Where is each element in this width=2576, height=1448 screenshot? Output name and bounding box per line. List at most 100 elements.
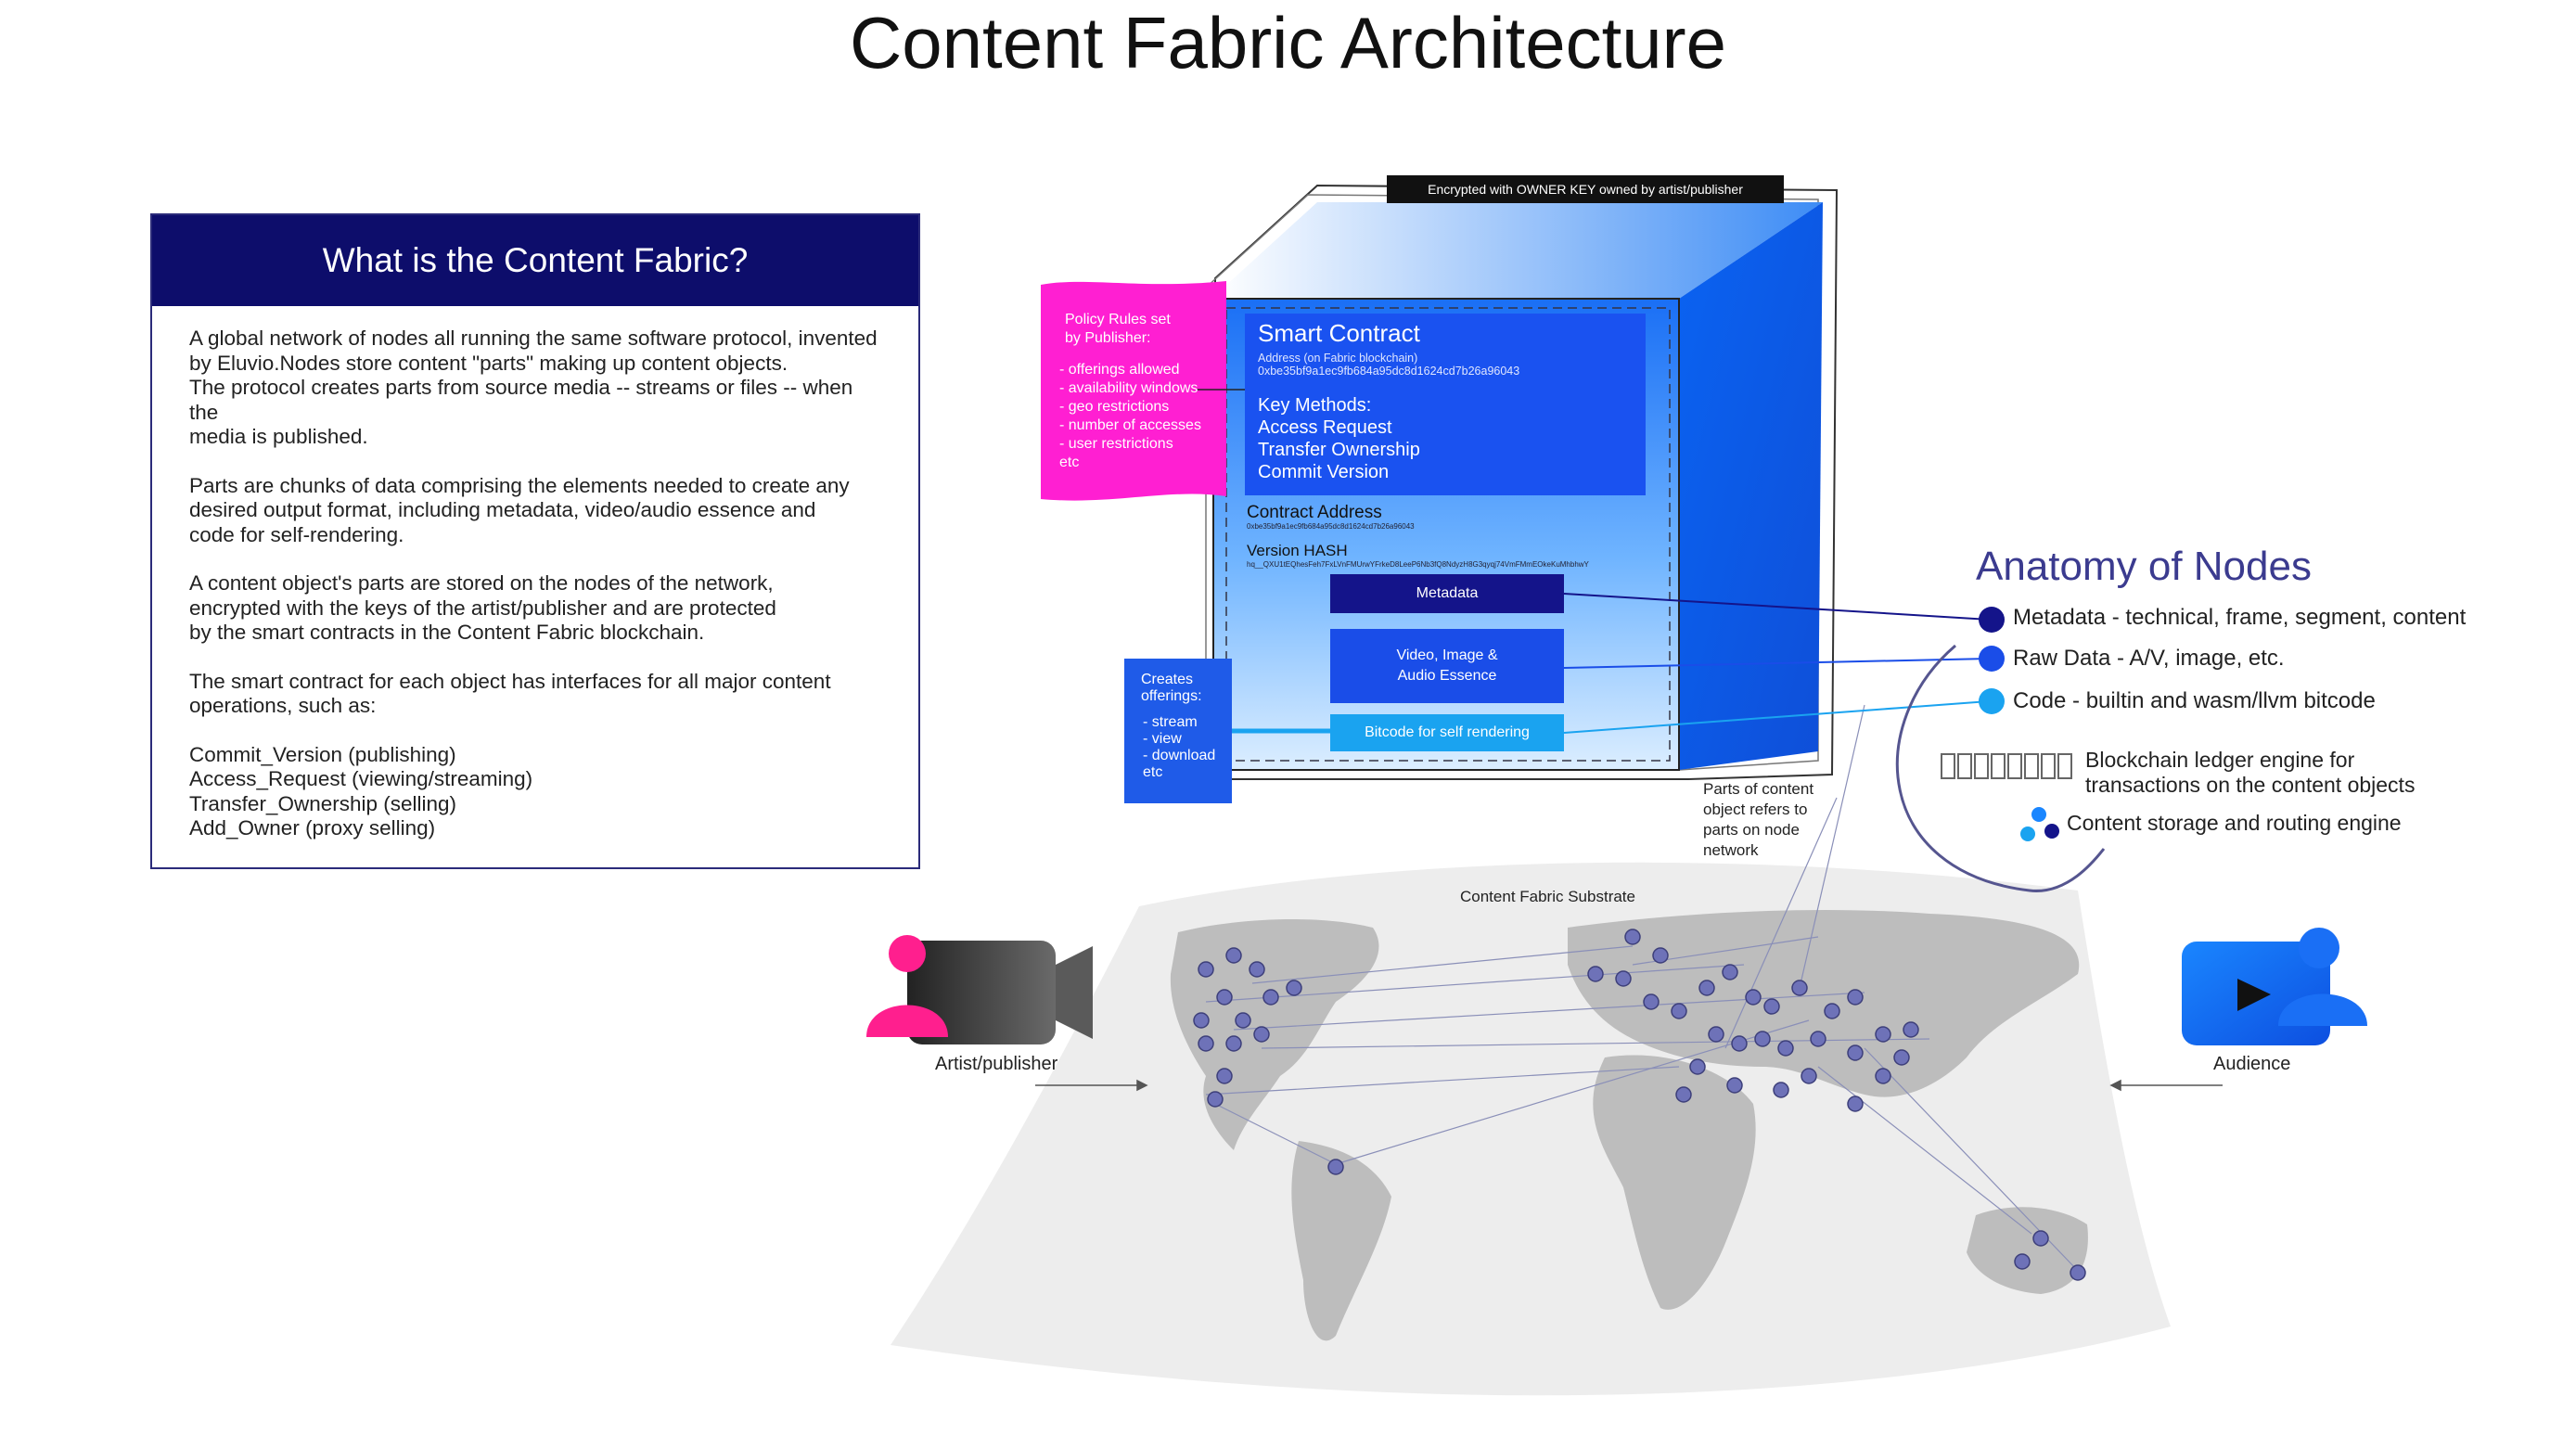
network-node bbox=[1777, 1040, 1794, 1057]
parts-note: Parts of content object refers to parts … bbox=[1703, 780, 1814, 859]
network-node bbox=[1847, 989, 1864, 1006]
policy-item: - user restrictions bbox=[1059, 436, 1173, 452]
policy-item: - availability windows bbox=[1059, 380, 1198, 396]
network-node bbox=[1286, 980, 1302, 996]
network-node bbox=[1249, 961, 1265, 978]
flow-arrows bbox=[1035, 1079, 2223, 1092]
landmass-africa bbox=[1593, 1055, 1756, 1310]
network-node bbox=[1216, 1068, 1233, 1084]
anatomy-arc bbox=[1895, 644, 2106, 892]
contract-address-value: 0xbe35bf9a1ec9fb684a95dc8d1624cd7b26a960… bbox=[1247, 522, 1415, 531]
network-node bbox=[1726, 1077, 1743, 1094]
network-node bbox=[2032, 1230, 2049, 1247]
policy-title: Policy Rules set by Publisher: bbox=[1065, 312, 1171, 346]
network-node bbox=[1587, 966, 1604, 982]
network-node bbox=[1801, 1068, 1817, 1084]
network-node bbox=[1722, 964, 1738, 980]
network-node bbox=[1198, 961, 1214, 978]
raw-data-dot bbox=[1979, 646, 2005, 672]
metadata-part: Metadata bbox=[1330, 574, 1564, 613]
network-node bbox=[1327, 1159, 1344, 1175]
smart-contract-address-label: Address (on Fabric blockchain) bbox=[1258, 352, 1418, 365]
audience-label: Audience bbox=[2213, 1054, 2291, 1074]
anatomy-item-raw-data: Raw Data - A/V, image, etc. bbox=[2013, 646, 2285, 671]
version-hash-label: Version HASH bbox=[1247, 542, 1348, 559]
policy-banner bbox=[1041, 281, 1226, 501]
smart-contract-box: Smart Contract Address (on Fabric blockc… bbox=[1245, 314, 1646, 495]
landmass-south-america bbox=[1291, 1141, 1391, 1341]
landmass-australia bbox=[1967, 1207, 2088, 1294]
info-body: A global network of nodes all running th… bbox=[152, 306, 918, 841]
network-node bbox=[1847, 1096, 1864, 1112]
anatomy-item-metadata: Metadata - technical, frame, segment, co… bbox=[2013, 605, 2467, 630]
info-heading: What is the Content Fabric? bbox=[152, 215, 918, 306]
network-node bbox=[1207, 1091, 1224, 1108]
network-node bbox=[1216, 989, 1233, 1006]
offerings-title: Creates offerings: bbox=[1141, 672, 1202, 704]
network-node bbox=[1708, 1026, 1724, 1043]
page-title: Content Fabric Architecture bbox=[849, 2, 1727, 83]
network-node bbox=[1745, 989, 1762, 1006]
network-node bbox=[1225, 947, 1242, 964]
smart-contract-address: 0xbe35bf9a1ec9fb684a95dc8d1624cd7b26a960… bbox=[1258, 365, 1520, 378]
offerings-box: Creates offerings: - stream - view - dow… bbox=[1124, 659, 1232, 803]
info-paragraph-2: Parts are chunks of data comprising the … bbox=[189, 473, 850, 546]
policy-item: - geo restrictions bbox=[1059, 399, 1170, 415]
network-node bbox=[1773, 1082, 1789, 1098]
network-node bbox=[1262, 989, 1279, 1006]
offering-item: - download bbox=[1143, 748, 1216, 763]
network-node bbox=[1824, 1003, 1840, 1019]
policy-item: - offerings allowed bbox=[1059, 362, 1180, 378]
contract-address-label: Contract Address bbox=[1247, 503, 1382, 522]
artist-label: Artist/publisher bbox=[935, 1054, 1058, 1074]
network-node bbox=[1225, 1035, 1242, 1052]
network-node bbox=[1810, 1031, 1826, 1047]
network-node bbox=[1235, 1012, 1251, 1029]
info-paragraph-4: The smart contract for each object has i… bbox=[189, 669, 831, 718]
code-dot bbox=[1979, 688, 2005, 714]
network-node bbox=[1754, 1031, 1771, 1047]
offering-item: - stream bbox=[1143, 714, 1198, 730]
offering-item: - view bbox=[1143, 731, 1182, 747]
network-node bbox=[1875, 1068, 1891, 1084]
smart-contract-methods: Key Methods: Access Request Transfer Own… bbox=[1245, 378, 1646, 483]
encrypted-owner-key-label: Encrypted with OWNER KEY owned by artist… bbox=[1387, 175, 1784, 203]
network-node bbox=[1643, 993, 1660, 1010]
storage-label: Content storage and routing engine bbox=[2067, 811, 2402, 835]
network-node bbox=[1253, 1026, 1270, 1043]
network-node bbox=[1193, 1012, 1210, 1029]
info-paragraph-5: Commit_Version (publishing) Access_Reque… bbox=[189, 742, 533, 840]
network-node bbox=[2070, 1264, 2086, 1281]
cube-side-face bbox=[1679, 202, 1823, 770]
network-node bbox=[1791, 980, 1808, 996]
artist-camera-icon bbox=[866, 935, 1093, 1044]
network-node bbox=[1652, 947, 1669, 964]
network-node bbox=[1893, 1049, 1910, 1066]
method-item: Transfer Ownership bbox=[1258, 440, 1420, 460]
network-node bbox=[1763, 998, 1780, 1015]
network-node bbox=[1698, 980, 1715, 996]
network-node bbox=[1615, 970, 1632, 987]
network-node bbox=[1689, 1058, 1706, 1075]
video-essence-part: Video, Image & Audio Essence bbox=[1330, 629, 1564, 703]
network-node bbox=[1624, 929, 1641, 945]
method-item: Commit Version bbox=[1258, 462, 1390, 482]
blockchain-label: Blockchain ledger engine for transaction… bbox=[2085, 748, 2416, 797]
method-item: Access Request bbox=[1258, 417, 1392, 438]
network-node bbox=[1671, 1003, 1687, 1019]
network-nodes bbox=[1193, 929, 2086, 1281]
network-node bbox=[1875, 1026, 1891, 1043]
bitcode-part: Bitcode for self rendering bbox=[1330, 714, 1564, 751]
cube-top-face bbox=[1213, 202, 1823, 299]
landmass-north-america bbox=[1170, 918, 1379, 1150]
smart-contract-title: Smart Contract bbox=[1258, 319, 1420, 347]
anatomy-item-code: Code - builtin and wasm/llvm bitcode bbox=[2013, 688, 2376, 713]
storage-dots-icon bbox=[2020, 807, 2059, 841]
metadata-dot bbox=[1979, 607, 2005, 633]
method-heading: Key Methods: bbox=[1258, 395, 1372, 416]
offering-item: etc bbox=[1143, 764, 1163, 780]
landmass-europe-asia bbox=[1568, 909, 2080, 1097]
network-node bbox=[1731, 1035, 1748, 1052]
network-node bbox=[1847, 1044, 1864, 1061]
